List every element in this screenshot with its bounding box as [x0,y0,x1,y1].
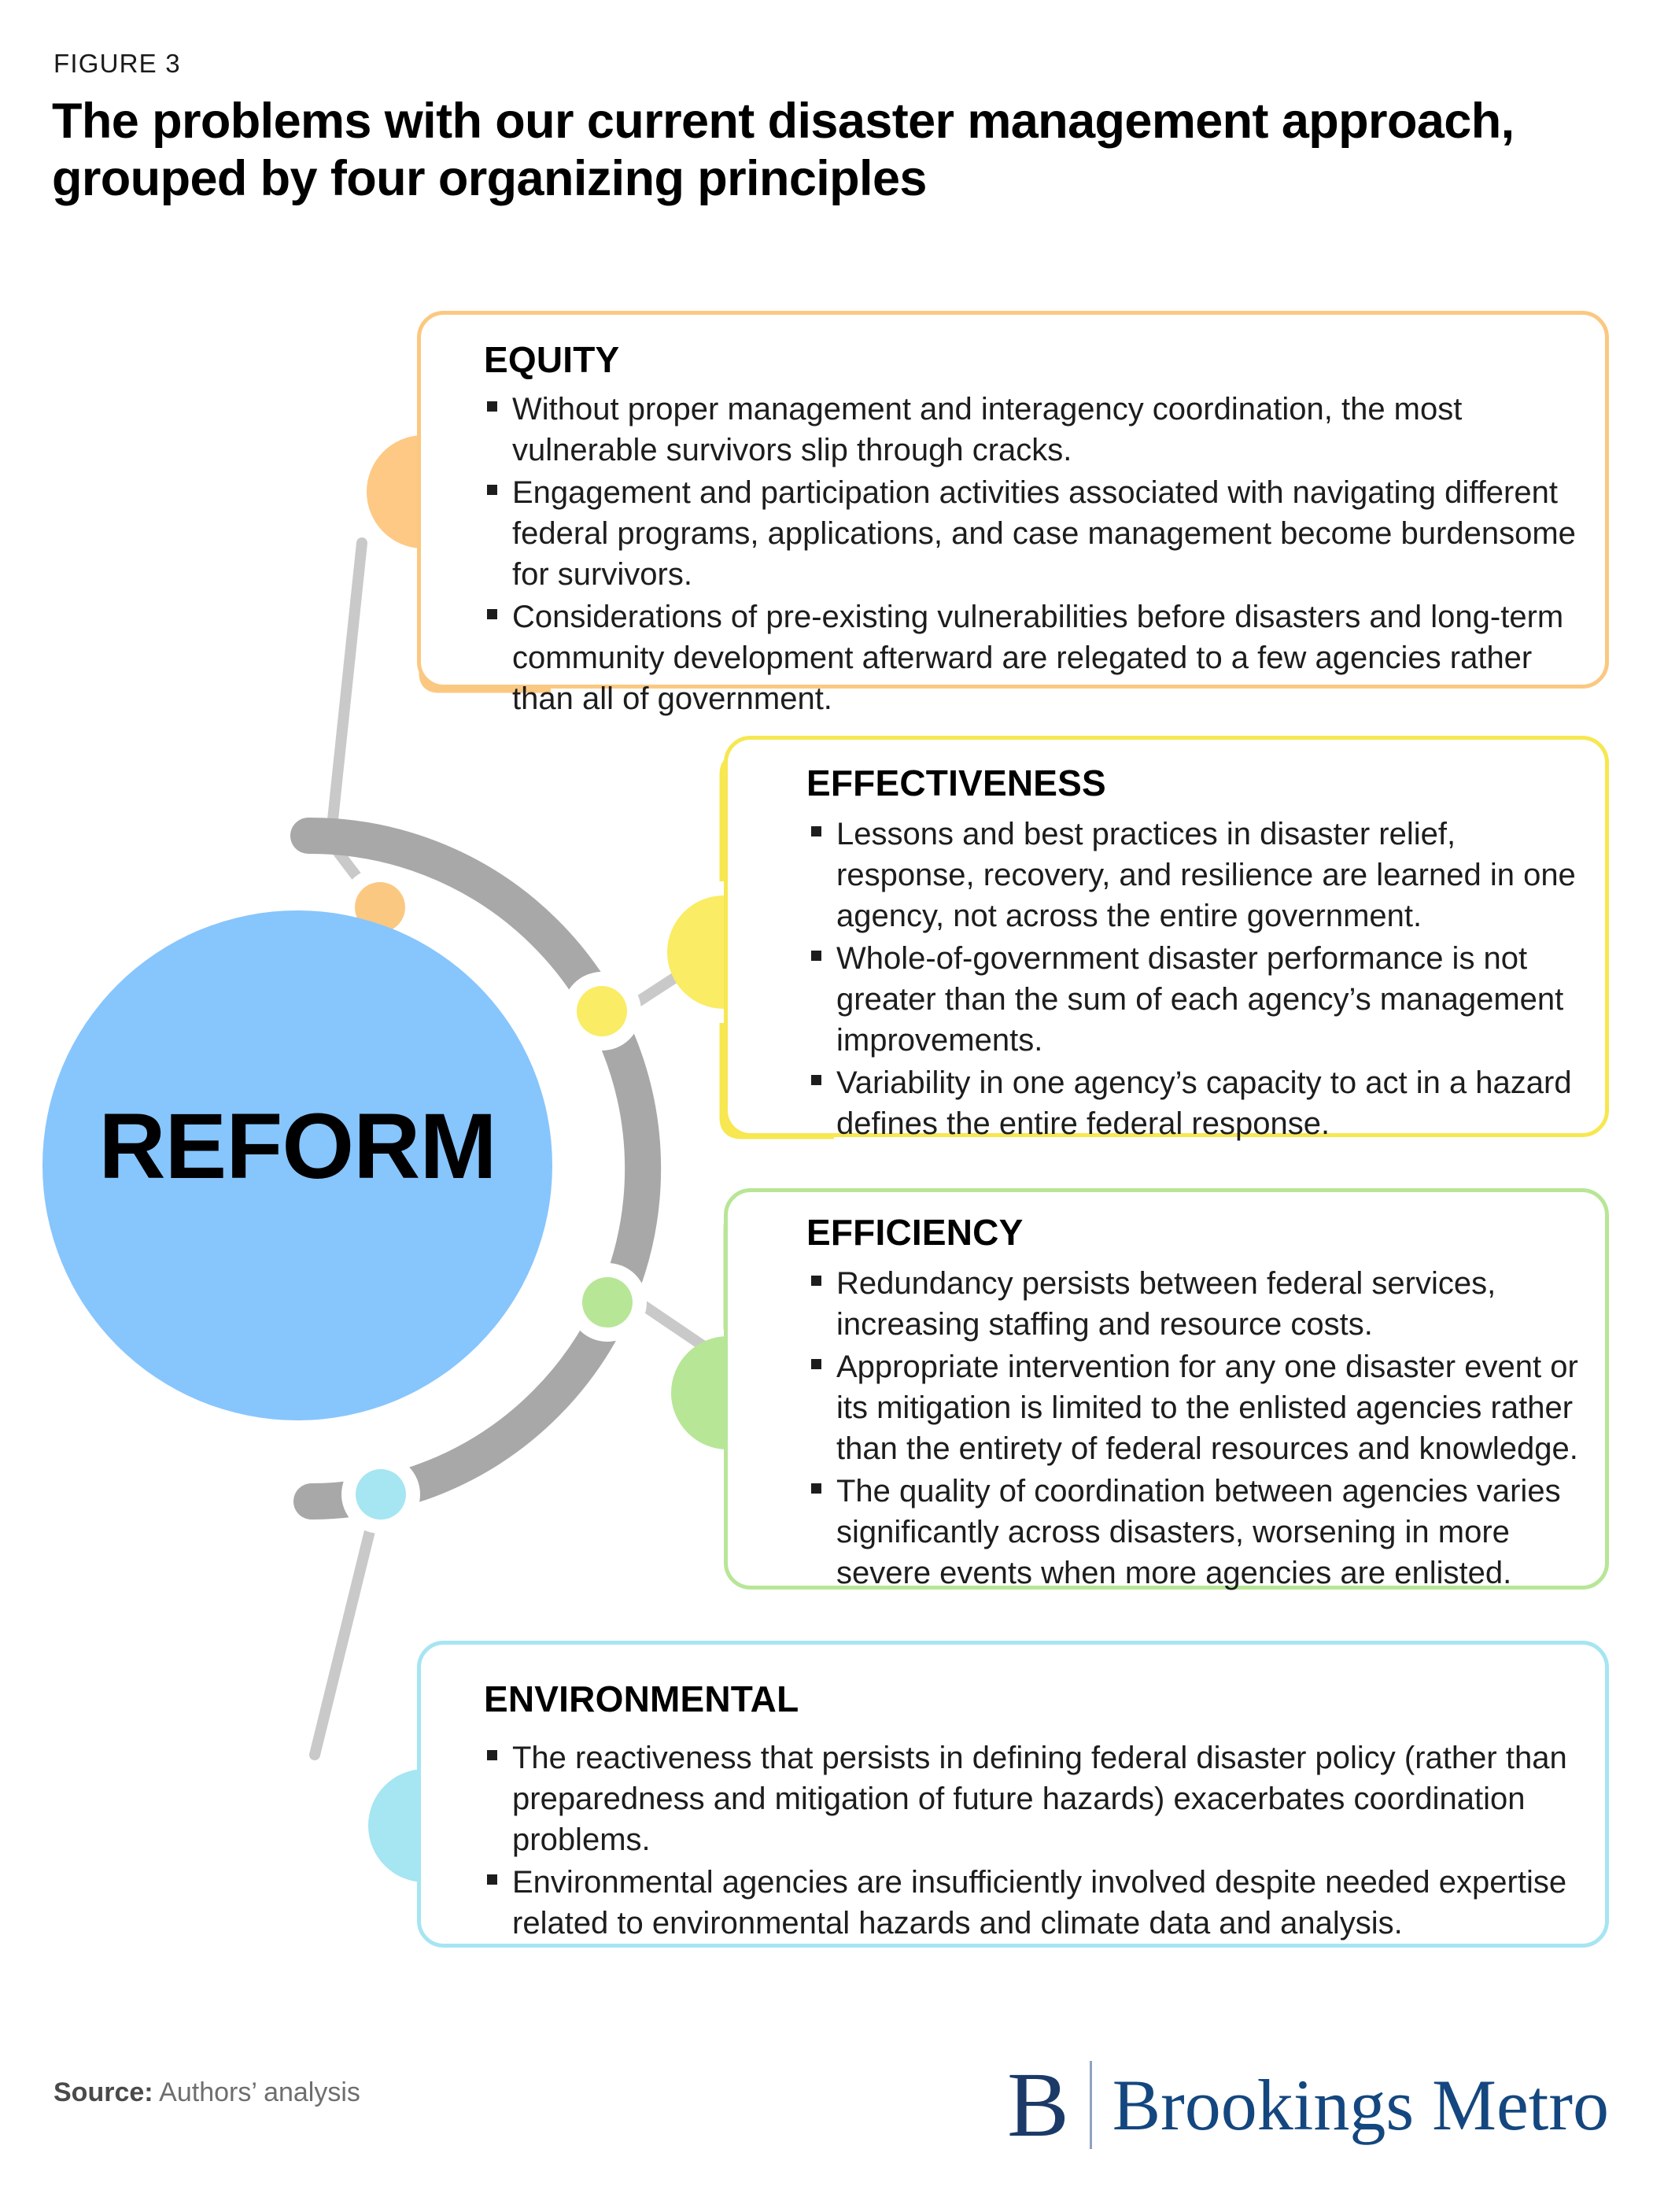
list-item: Variability in one agency’s capacity to … [806,1062,1581,1144]
bullet-text: Variability in one agency’s capacity to … [836,1065,1572,1141]
arc-node-environmental [356,1469,406,1520]
bullet-square-icon [811,951,821,961]
bullet-square-icon [811,1075,821,1085]
bullet-text: The reactiveness that persists in defini… [512,1741,1567,1857]
reform-circle [42,910,552,1420]
bullet-square-icon [811,1276,821,1286]
list-item: Redundancy persists between federal serv… [806,1263,1585,1345]
bullet-square-icon [811,1359,821,1369]
principle-box-environmental: ENVIRONMENTAL The reactiveness that pers… [417,1641,1609,1948]
principle-box-equity: EQUITY Without proper management and int… [417,311,1609,716]
brookings-metro-logo: B Brookings Metro [1007,2050,1609,2160]
bullet-square-icon [487,485,497,495]
bullet-text: Considerations of pre-existing vulnerabi… [512,600,1564,716]
bullet-text: Environmental agencies are insufficientl… [512,1865,1567,1941]
arc-node-equity [355,882,405,932]
bullet-text: Engagement and participation activities … [512,475,1576,592]
list-item: Considerations of pre-existing vulnerabi… [482,596,1578,719]
list-item: Whole-of-government disaster performance… [806,938,1581,1061]
bullet-square-icon [487,1750,497,1760]
bullet-square-icon [811,826,821,836]
logo-wordmark: Brookings Metro [1112,2065,1609,2145]
page-title: The problems with our current disaster m… [52,94,1515,207]
bullet-text: The quality of coordination between agen… [836,1474,1561,1590]
arc-node-efficiency [582,1277,633,1328]
principle-box-effectiveness: EFFECTIVENESS Lessons and best practices… [724,736,1609,1141]
reform-center-label: REFORM [98,1095,496,1198]
list-item: The quality of coordination between agen… [806,1471,1585,1593]
logo-divider [1089,2061,1092,2149]
arc-node-effectiveness [577,986,627,1036]
reform-arc [290,817,661,1520]
bullet-square-icon [487,609,497,619]
source-note: Source: Authors’ analysis [54,2077,360,2108]
figure-label: FIGURE 3 [54,49,181,78]
principle-bullets-effectiveness: Lessons and best practices in disaster r… [806,814,1581,1144]
bullet-text: Appropriate intervention for any one dis… [836,1350,1578,1466]
list-item: Environmental agencies are insufficientl… [482,1862,1578,1944]
principle-title-equity: EQUITY [484,339,620,380]
principle-bullets-environmental: The reactiveness that persists in defini… [482,1737,1578,1944]
bullet-text: Lessons and best practices in disaster r… [836,817,1576,933]
bullet-text: Whole-of-government disaster performance… [836,941,1564,1058]
bullet-square-icon [487,401,497,412]
bullet-text: Redundancy persists between federal serv… [836,1266,1496,1342]
principle-box-efficiency: EFFICIENCY Redundancy persists between f… [724,1188,1609,1590]
brookings-b-mark-icon: B [1007,2053,1069,2156]
list-item: Lessons and best practices in disaster r… [806,814,1581,936]
connector-line-environmental-2 [309,1494,383,1760]
principle-title-efficiency: EFFICIENCY [806,1212,1024,1253]
principle-bullets-equity: Without proper management and interagenc… [482,389,1578,719]
source-value: Authors’ analysis [153,2077,360,2107]
list-item: Without proper management and interagenc… [482,389,1578,471]
source-label: Source: [54,2077,153,2107]
bullet-text: Without proper management and interagenc… [512,392,1463,467]
bullet-square-icon [811,1483,821,1494]
list-item: The reactiveness that persists in defini… [482,1737,1578,1860]
arc-nodes [341,868,647,1534]
principle-bullets-efficiency: Redundancy persists between federal serv… [806,1263,1585,1593]
connector-line-efficiency [629,1294,718,1357]
list-item: Appropriate intervention for any one dis… [806,1346,1585,1469]
bullet-square-icon [487,1874,497,1885]
principle-title-effectiveness: EFFECTIVENESS [806,763,1106,803]
principle-title-environmental: ENVIRONMENTAL [484,1678,799,1719]
list-item: Engagement and participation activities … [482,472,1578,595]
